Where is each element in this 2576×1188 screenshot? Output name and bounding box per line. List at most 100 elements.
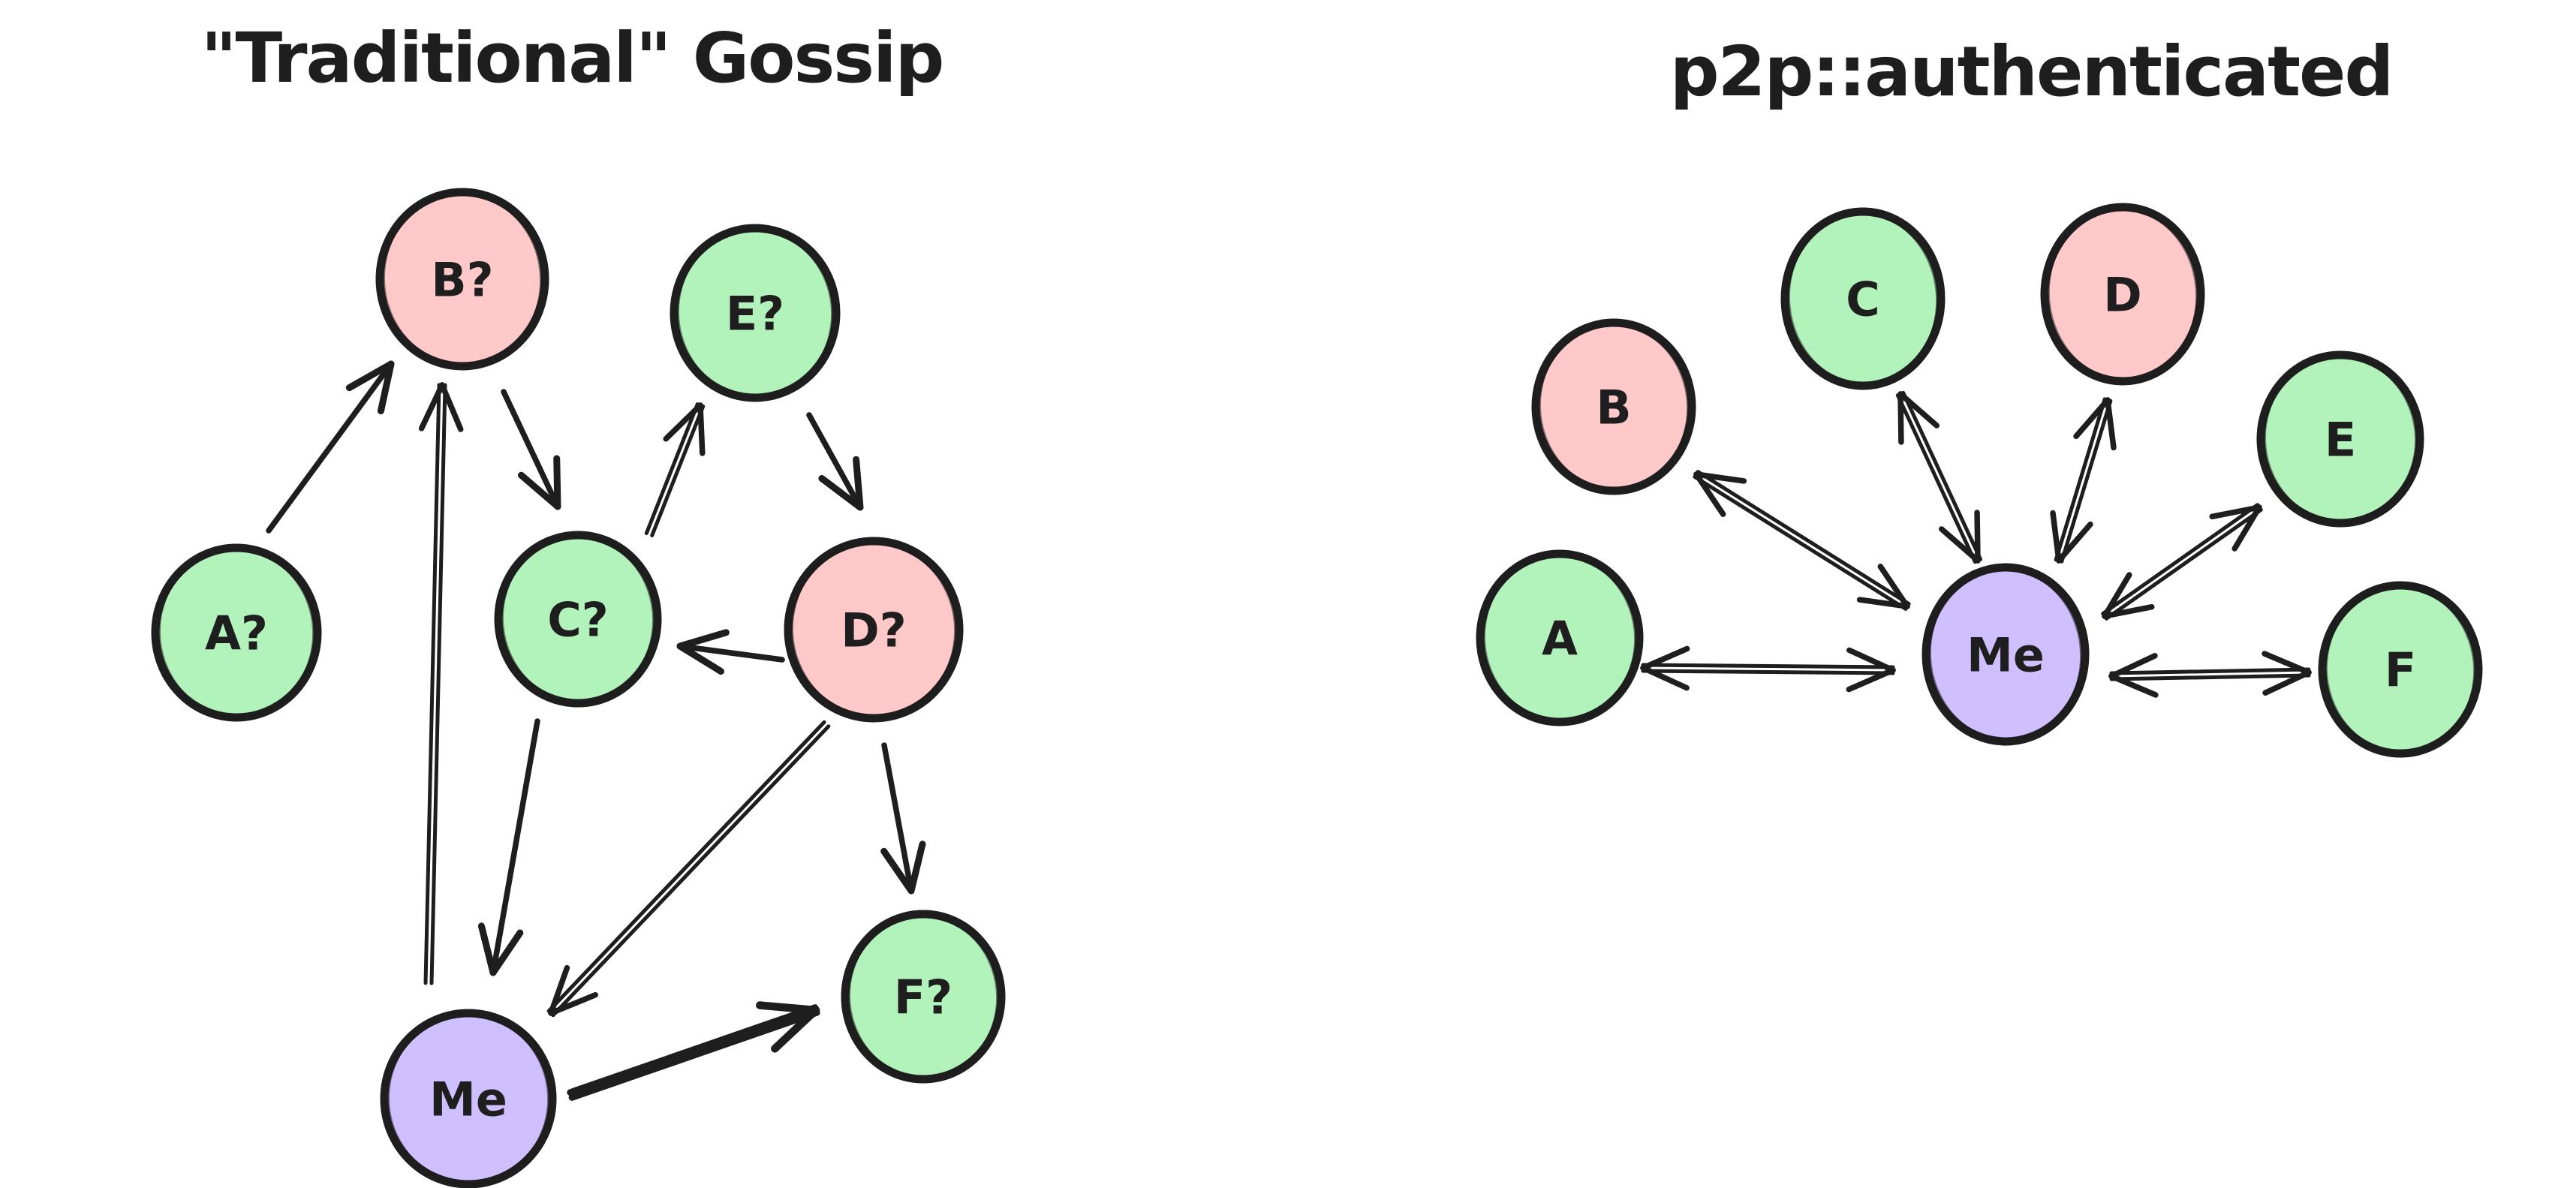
edge-line [1641,663,1895,669]
arrowhead [548,964,570,1016]
arrowhead [1897,391,1940,429]
node-label: F [2385,642,2416,697]
arrowhead [2050,510,2062,564]
arrowhead [1640,665,1690,691]
arrowhead [518,471,561,510]
arrowhead [2108,673,2159,698]
node-label: A [1542,611,1578,666]
node-p2p-authenticated-C: C [1780,207,1946,390]
node-traditional-gossip-F: F? [841,910,1006,1084]
arrowhead [1856,597,1910,609]
edge-line [2101,503,2260,616]
node-label: C [1846,272,1880,326]
edge-line [2109,667,2311,675]
edge-traditional-gossip-C-E [644,402,706,537]
edge-p2p-authenticated-F-Me [2108,651,2312,698]
node-label: D? [841,603,906,657]
node-label: Me [429,1072,507,1126]
edge-line [650,404,706,537]
node-label: Me [1967,627,2045,682]
edge-line [1895,393,1977,564]
arrowhead [2209,504,2262,520]
edge-line [551,724,831,1018]
edge-line [490,718,540,976]
arrowhead [676,629,730,650]
node-traditional-gossip-Me: Me [380,1009,557,1188]
edge-line [546,720,826,1013]
node-label: E? [726,286,784,341]
arrowhead [907,841,926,895]
edge-traditional-gossip-D-C [676,629,785,675]
arrowhead [2262,669,2312,696]
arrowhead [2231,504,2262,552]
arrowhead [1693,471,1747,484]
arrowhead [1846,647,1896,673]
edge-traditional-gossip-E-D [806,412,864,511]
edge-line [501,389,561,510]
arrowhead [676,642,725,675]
edge-line [568,1009,820,1101]
edge-p2p-authenticated-C-Me [1895,390,1983,564]
arrowhead [2102,603,2155,619]
arrowhead [1897,391,1904,445]
edge-line [1693,474,1908,611]
edge-traditional-gossip-A-B [266,360,395,534]
arrowhead [2056,521,2093,564]
edge-line [1901,390,1983,561]
arrowhead [1877,564,1910,609]
edge-p2p-authenticated-B-Me [1693,470,1911,611]
left-diagram-title: "Traditional" Gossip [200,18,945,98]
edge-line [423,383,441,985]
arrowhead [418,382,445,432]
edge-line [1696,470,1911,606]
node-traditional-gossip-E: E? [670,224,841,402]
edge-line [2060,399,2113,564]
arrowhead [1846,667,1896,693]
edge-line [266,361,394,534]
node-label: D [2103,267,2141,322]
arrowhead [2105,397,2117,451]
node-label: C? [547,592,608,647]
node-circle-sketch [500,534,656,704]
node-p2p-authenticated-A: A [1476,549,1644,726]
edge-traditional-gossip-C-Me [477,718,540,976]
edge-traditional-gossip-Me-F [567,1001,820,1101]
edge-line [881,742,914,894]
node-traditional-gossip-C: C? [494,531,662,708]
arrowhead [771,1006,820,1053]
edge-line [806,412,863,510]
arrowhead [1640,645,1690,671]
node-traditional-gossip-D: D? [784,537,964,723]
edge-p2p-authenticated-D-Me [2050,397,2117,564]
edge-line [2109,673,2311,681]
node-circle-sketch [1537,322,1690,492]
arrowhead [345,360,395,392]
arrowhead [818,474,864,511]
arrowhead [477,922,497,976]
node-circle-sketch [790,540,958,719]
arrowhead [553,455,561,510]
node-label: B? [431,252,493,307]
arrowhead [2108,653,2158,679]
node-circle-sketch [1482,553,1638,723]
node-p2p-authenticated-F: F [2318,581,2483,758]
node-p2p-authenticated-D: D [2040,203,2205,386]
arrowhead [1974,510,1981,564]
arrowhead [377,360,395,415]
arrowhead [880,847,915,895]
edge-line [2104,507,2263,621]
node-circle-sketch [1786,211,1940,386]
diagram-traditional-gossip: B? E? A? C? D? F? Me [151,188,1006,1188]
node-circle-sketch [2262,354,2418,524]
edge-p2p-authenticated-A-Me [1640,645,1896,693]
edge-line [567,1004,819,1096]
arrowhead [548,991,598,1016]
edge-line [644,402,700,536]
node-traditional-gossip-A: A? [151,543,322,722]
edge-line [1641,669,1895,675]
edge-line [2054,397,2107,562]
node-traditional-gossip-B: B? [375,188,549,371]
